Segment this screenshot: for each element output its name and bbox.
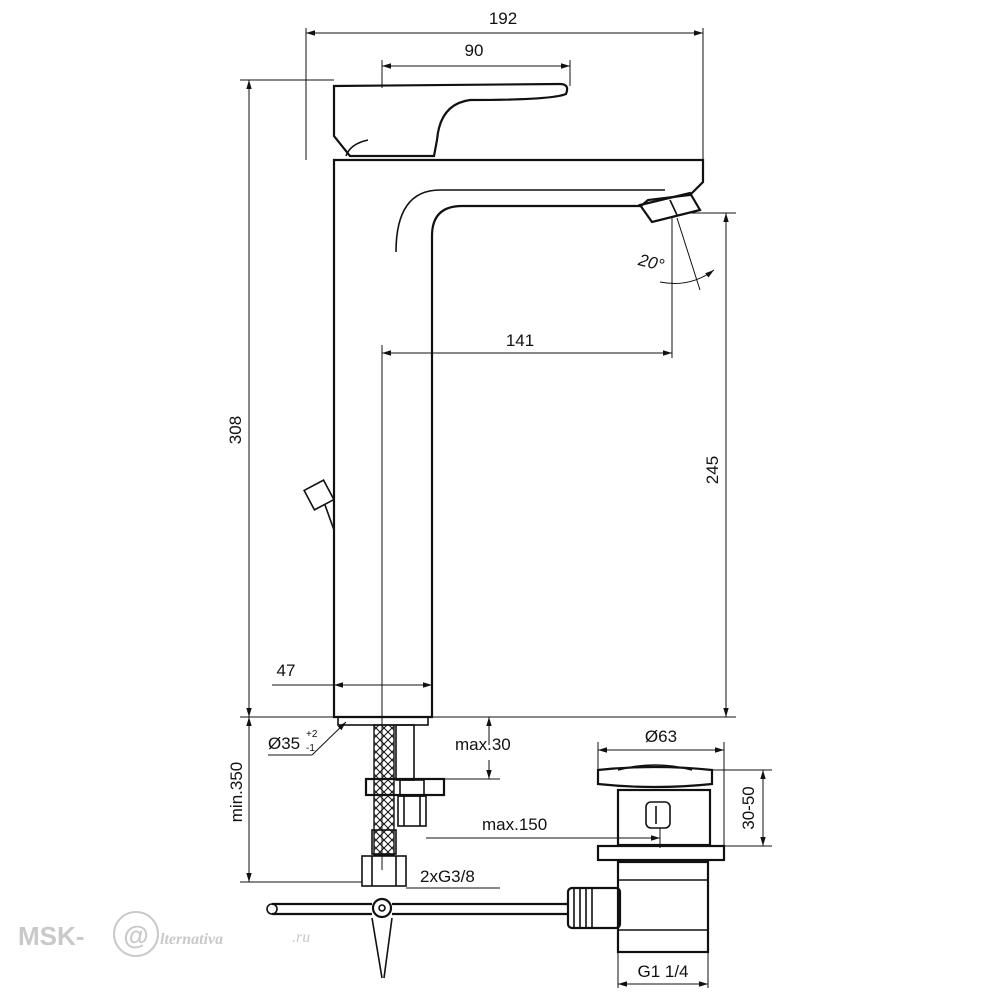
watermark-tld: .ru [292,929,310,946]
aerator [638,191,702,224]
supply-hoses [361,724,446,979]
dim-waste-thread: G1 1/4 [637,962,688,981]
watermark-symbol: @ [123,920,148,950]
dim-hole-tol-minus: -1 [306,743,315,754]
watermark-logo: MSK- @ lternativa .ru [18,911,310,957]
dim-waste-diameter: Ø63 [645,727,677,746]
dim-min-hose: min.350 [227,762,246,822]
pop-up-waste [266,764,726,954]
dim-max-thickness: max.30 [455,735,511,754]
dim-hole-diameter: Ø35 [268,734,300,753]
dim-max-drain: max.150 [482,815,547,834]
dim-lever-width: 90 [465,41,484,60]
dim-base-width: 47 [277,661,296,680]
dim-angle: 20° [636,250,667,275]
dim-waste-height: 30-50 [739,786,758,829]
faucet-lever [332,82,569,158]
dim-spout-reach: 141 [506,331,534,350]
dim-spout-height: 245 [703,456,722,484]
dim-connections: 2xG3/8 [420,867,475,886]
dim-hole-tol-plus: +2 [306,729,318,740]
watermark-suffix: lternativa [160,931,223,948]
dim-total-width: 192 [489,9,517,28]
dim-total-height: 308 [226,416,245,444]
pop-up-rod [303,479,335,531]
dimension-lines [240,28,772,988]
faucet-body [332,158,705,726]
watermark-prefix: MSK- [18,921,84,951]
dimension-labels: 192 90 141 308 245 47 20° Ø35 +2 -1 max.… [226,9,758,981]
